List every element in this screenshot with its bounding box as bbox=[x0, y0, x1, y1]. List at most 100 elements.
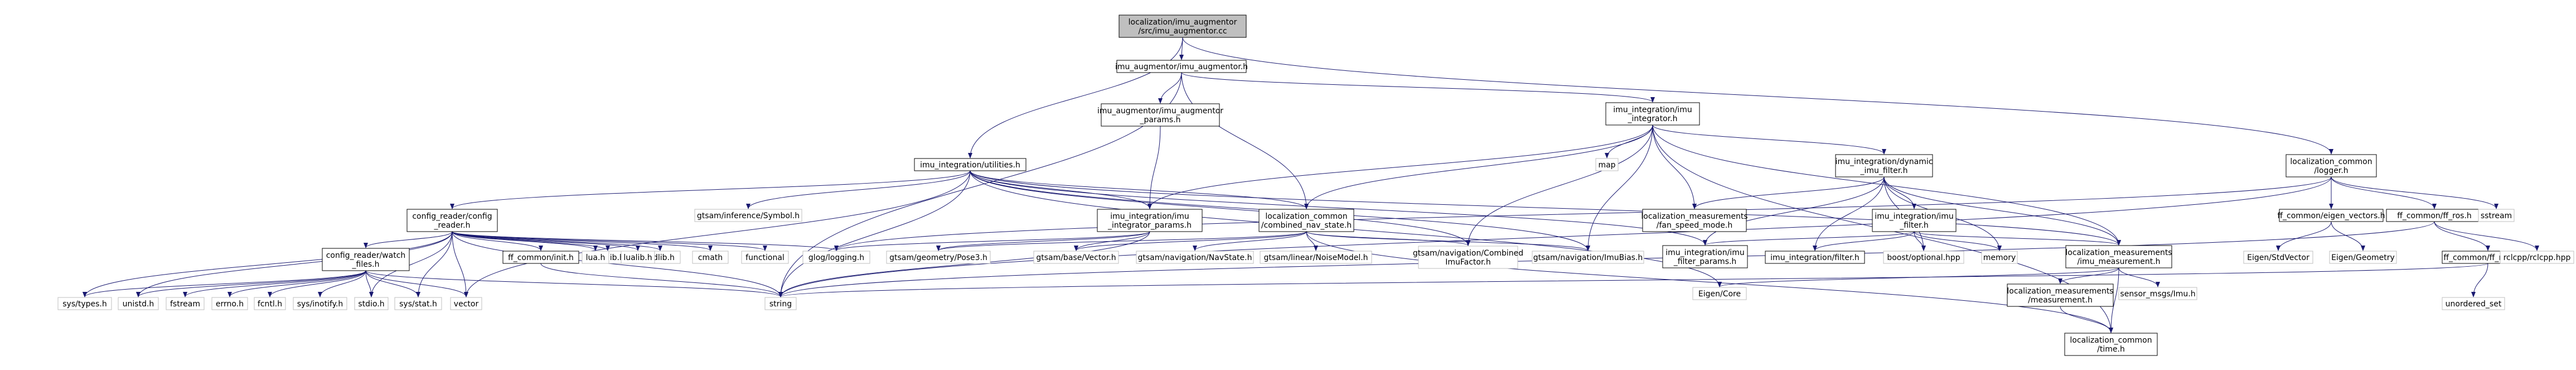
edge-combined_nav-to-navstate bbox=[1193, 231, 1307, 251]
edge-imu_integ_h-to-imubias bbox=[1586, 124, 1653, 251]
node-label: localization_common bbox=[2290, 157, 2372, 166]
node-imu_integ_params[interactable]: imu_integration/imu_integrator_params.h bbox=[1097, 209, 1203, 232]
node-gvector: gtsam/base/Vector.h bbox=[1033, 251, 1119, 264]
edge-loc_measurement-to-loc_time bbox=[2060, 306, 2113, 333]
edge-config_reader-to-lualib bbox=[452, 231, 640, 251]
edge-watch_files-to-inotify bbox=[318, 270, 366, 297]
node-label: lualib.h bbox=[623, 253, 652, 262]
node-loc_imu_meas[interactable]: localization_measurements/imu_measuremen… bbox=[2065, 245, 2172, 268]
node-box bbox=[2243, 251, 2313, 264]
node-imu_filter_h[interactable]: imu_integration/imu_filter.h bbox=[1872, 209, 1957, 232]
node-imu_utilities[interactable]: imu_integration/utilities.h bbox=[914, 158, 1026, 171]
node-box bbox=[394, 297, 442, 310]
node-sys_stat: sys/stat.h bbox=[394, 297, 442, 310]
node-label: imu_integration/imu bbox=[1875, 212, 1953, 221]
node-box bbox=[764, 297, 797, 310]
node-config_reader[interactable]: config_reader/config_reader.h bbox=[406, 209, 498, 232]
node-ff_init[interactable]: ff_common/init.h bbox=[502, 251, 579, 264]
node-imu_filter_params[interactable]: imu_integration/imu_filter_params.h bbox=[1662, 245, 1748, 268]
edge-combined_nav-to-noisemodel bbox=[1306, 231, 1318, 251]
edge-imu_integ_h-to-fan_speed bbox=[1652, 124, 1697, 209]
node-box bbox=[621, 251, 655, 264]
node-box bbox=[1033, 251, 1119, 264]
node-label: memory bbox=[1983, 253, 2016, 262]
node-fan_speed[interactable]: localization_measurements/fan_speed_mode… bbox=[1641, 209, 1748, 232]
edge-loc_imu_meas-to-loc_time bbox=[2109, 267, 2119, 333]
node-pose3: gtsam/geometry/Pose3.h bbox=[886, 251, 991, 264]
edge-config_reader-to-stdio bbox=[369, 231, 453, 297]
edge-loc_logger-to-glog bbox=[834, 176, 2332, 251]
node-label: Eigen/Geometry bbox=[2331, 253, 2395, 262]
node-loc_measurement[interactable]: localization_measurements/measurement.h bbox=[2007, 283, 2114, 307]
node-box bbox=[293, 297, 347, 310]
edge-imu_integ_h-to-dyn_filter bbox=[1652, 124, 1886, 155]
node-map: map bbox=[1595, 158, 1619, 171]
node-label: /measurement.h bbox=[2028, 296, 2093, 305]
node-label: stdio.h bbox=[358, 300, 384, 309]
node-label: cmath bbox=[698, 253, 723, 262]
edge-ff_eigen-to-eigen_geometry bbox=[2331, 221, 2365, 251]
node-label: glog/logging.h bbox=[808, 253, 864, 262]
node-label: /time.h bbox=[2097, 345, 2125, 354]
node-label: _params.h bbox=[1139, 116, 1180, 124]
edge-imu_filter_h-to-loc_imu_meas bbox=[1914, 231, 2121, 246]
edge-loc_logger-to-ff_ros bbox=[2331, 176, 2437, 209]
node-box bbox=[1662, 245, 1748, 268]
edge-root-to-loc_logger bbox=[1182, 37, 2333, 155]
edge-imu_integ_h-to-map bbox=[1605, 124, 1653, 158]
node-box bbox=[741, 251, 789, 264]
node-loc_time[interactable]: localization_common/time.h bbox=[2064, 333, 2158, 356]
node-label: imu_integration/utilities.h bbox=[920, 161, 1020, 170]
node-box bbox=[1260, 251, 1372, 264]
node-fstream: fstream bbox=[166, 297, 205, 310]
node-box bbox=[2329, 251, 2397, 264]
edge-watch_files-to-vector bbox=[365, 270, 468, 297]
node-watch_files[interactable]: config_reader/watch_files.h bbox=[322, 248, 410, 271]
node-label: localization_measurements bbox=[1641, 212, 1747, 221]
node-rclcpp: rclcpp/rclcpp.hpp bbox=[2500, 251, 2574, 264]
node-label: localization_measurements bbox=[2007, 287, 2113, 296]
node-box bbox=[1872, 209, 1957, 232]
node-imu_aug_params[interactable]: imu_augmentor/imu_augmentor_params.h bbox=[1097, 103, 1223, 127]
node-label: /imu_measurement.h bbox=[2077, 257, 2160, 266]
edge-dyn_filter-to-imu_filter_h bbox=[1883, 176, 1916, 209]
node-box bbox=[57, 297, 112, 310]
node-loc_logger[interactable]: localization_common/logger.h bbox=[2286, 154, 2377, 177]
node-label: gtsam/navigation/ImuBias.h bbox=[1533, 253, 1643, 262]
node-imu_integ_h[interactable]: imu_integration/imu_integrator.h bbox=[1605, 102, 1700, 126]
edge-imu_utilities-to-string bbox=[778, 170, 971, 297]
node-label: _files.h bbox=[352, 260, 380, 269]
node-label: functional bbox=[745, 253, 785, 262]
node-label: string bbox=[769, 300, 792, 309]
node-box bbox=[1605, 102, 1700, 126]
node-label: sstream bbox=[2481, 212, 2512, 220]
node-imubias: gtsam/navigation/ImuBias.h bbox=[1532, 251, 1644, 264]
edge-loc_logger-to-string bbox=[778, 176, 2332, 297]
edge-config_reader-to-vector bbox=[452, 231, 468, 297]
edge-watch_files-to-stdio bbox=[365, 270, 374, 297]
edge-imu_integ_params-to-glog bbox=[834, 231, 1150, 251]
node-box bbox=[1136, 251, 1254, 264]
node-dyn_filter[interactable]: imu_integration/dynamic_imu_filter.h bbox=[1835, 154, 1933, 177]
edge-imu_integ_params-to-string bbox=[778, 231, 1150, 297]
node-box bbox=[1765, 251, 1865, 264]
node-ff_eigen[interactable]: ff_common/eigen_vectors.h bbox=[2277, 209, 2385, 222]
node-imu_integ_filter[interactable]: imu_integration/filter.h bbox=[1765, 251, 1865, 264]
edge-imu_aug_h-to-imu_aug_params bbox=[1158, 72, 1182, 104]
edge-imu_utilities-to-combined_nav bbox=[970, 170, 1309, 209]
node-box bbox=[2286, 154, 2377, 177]
edge-imu_utilities-to-loc_imu_meas bbox=[970, 170, 2121, 246]
node-label: localization/imu_augmentor bbox=[1129, 18, 1237, 27]
node-box bbox=[118, 297, 159, 310]
edge-loc_imu_meas-to-loc_measurement bbox=[2058, 267, 2119, 284]
node-imu_aug_h[interactable]: imu_augmentor/imu_augmentor.h bbox=[1115, 60, 1248, 73]
edge-imu_integ_h-to-combined_nav bbox=[1304, 124, 1653, 209]
node-ff_ros[interactable]: ff_common/ff_ros.h bbox=[2386, 209, 2483, 222]
node-label: lua.h bbox=[586, 253, 606, 262]
node-sstream: sstream bbox=[2478, 209, 2515, 222]
node-root[interactable]: localization/imu_augmentor/src/imu_augme… bbox=[1118, 15, 1247, 38]
node-combined_nav[interactable]: localization_common/combined_nav_state.h bbox=[1258, 209, 1354, 232]
node-label: imu_augmentor/imu_augmentor.h bbox=[1115, 63, 1248, 71]
node-label: config_reader/watch bbox=[326, 251, 406, 260]
node-label: _filter.h bbox=[1899, 221, 1929, 230]
